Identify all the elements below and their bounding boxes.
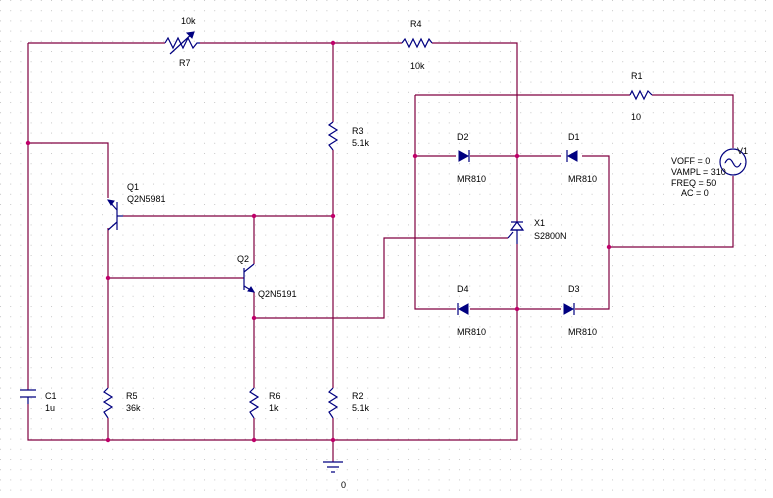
d3-ref: D3: [568, 284, 580, 294]
q1-ref: Q1: [127, 182, 139, 192]
v1-param-ac: AC = 0: [681, 188, 709, 198]
r6-value: 1k: [269, 403, 279, 413]
q1-value: Q2N5981: [127, 194, 166, 204]
d2-ref: D2: [457, 132, 469, 142]
transistor-q2[interactable]: Q2 Q2N5191: [237, 254, 297, 299]
r3-value: 5.1k: [352, 138, 370, 148]
transistor-q1[interactable]: Q1 Q2N5981: [107, 182, 166, 231]
c1-ref: C1: [45, 391, 57, 401]
r4-value: 10k: [410, 61, 425, 71]
resistor-r3[interactable]: R3 5.1k: [327, 121, 370, 151]
r7-ref: R7: [179, 58, 191, 68]
d1-value: MR810: [568, 174, 597, 184]
d4-value: MR810: [457, 327, 486, 337]
resistor-r7[interactable]: 10k R7: [164, 16, 200, 68]
r4-ref: R4: [410, 19, 422, 29]
d1-ref: D1: [568, 132, 580, 142]
q2-ref: Q2: [237, 254, 249, 264]
r1-value: 10: [631, 112, 641, 122]
r6-ref: R6: [269, 391, 281, 401]
diode-d3[interactable]: D3 MR810: [563, 284, 597, 337]
d4-ref: D4: [457, 284, 469, 294]
resistor-r4[interactable]: R4 10k: [401, 19, 433, 71]
v1-param-voff: VOFF = 0: [671, 156, 710, 166]
capacitor-c1[interactable]: C1 1u: [20, 389, 57, 413]
diode-d4[interactable]: D4 MR810: [457, 284, 486, 337]
r7-value: 10k: [181, 16, 196, 26]
ground-symbol[interactable]: 0: [323, 461, 346, 490]
d2-value: MR810: [457, 174, 486, 184]
ground-label: 0: [341, 480, 346, 490]
resistor-r6[interactable]: R6 1k: [248, 387, 281, 419]
d3-value: MR810: [568, 327, 597, 337]
resistor-r2[interactable]: R2 5.1k: [327, 387, 370, 419]
r5-ref: R5: [126, 391, 138, 401]
v1-param-vampl: VAMPL = 310: [671, 167, 726, 177]
resistor-r1[interactable]: R1 10: [629, 71, 653, 122]
diode-d2[interactable]: D2 MR810: [457, 132, 486, 184]
junctions: [25, 40, 612, 443]
resistor-r5[interactable]: R5 36k: [102, 387, 141, 419]
q2-value: Q2N5191: [258, 289, 297, 299]
x1-value: S2800N: [534, 231, 567, 241]
diode-d1[interactable]: D1 MR810: [566, 132, 597, 184]
scr-x1[interactable]: X1 S2800N: [507, 218, 567, 244]
r5-value: 36k: [126, 403, 141, 413]
voltage-source-v1[interactable]: V1 VOFF = 0 VAMPL = 310 FREQ = 50 AC = 0: [671, 146, 748, 198]
r1-ref: R1: [631, 71, 643, 81]
v1-param-freq: FREQ = 50: [671, 178, 716, 188]
wires: [27, 42, 734, 462]
x1-ref: X1: [534, 218, 545, 228]
c1-value: 1u: [45, 403, 55, 413]
r2-value: 5.1k: [352, 403, 370, 413]
r3-ref: R3: [352, 126, 364, 136]
v1-ref: V1: [737, 146, 748, 156]
r2-ref: R2: [352, 391, 364, 401]
